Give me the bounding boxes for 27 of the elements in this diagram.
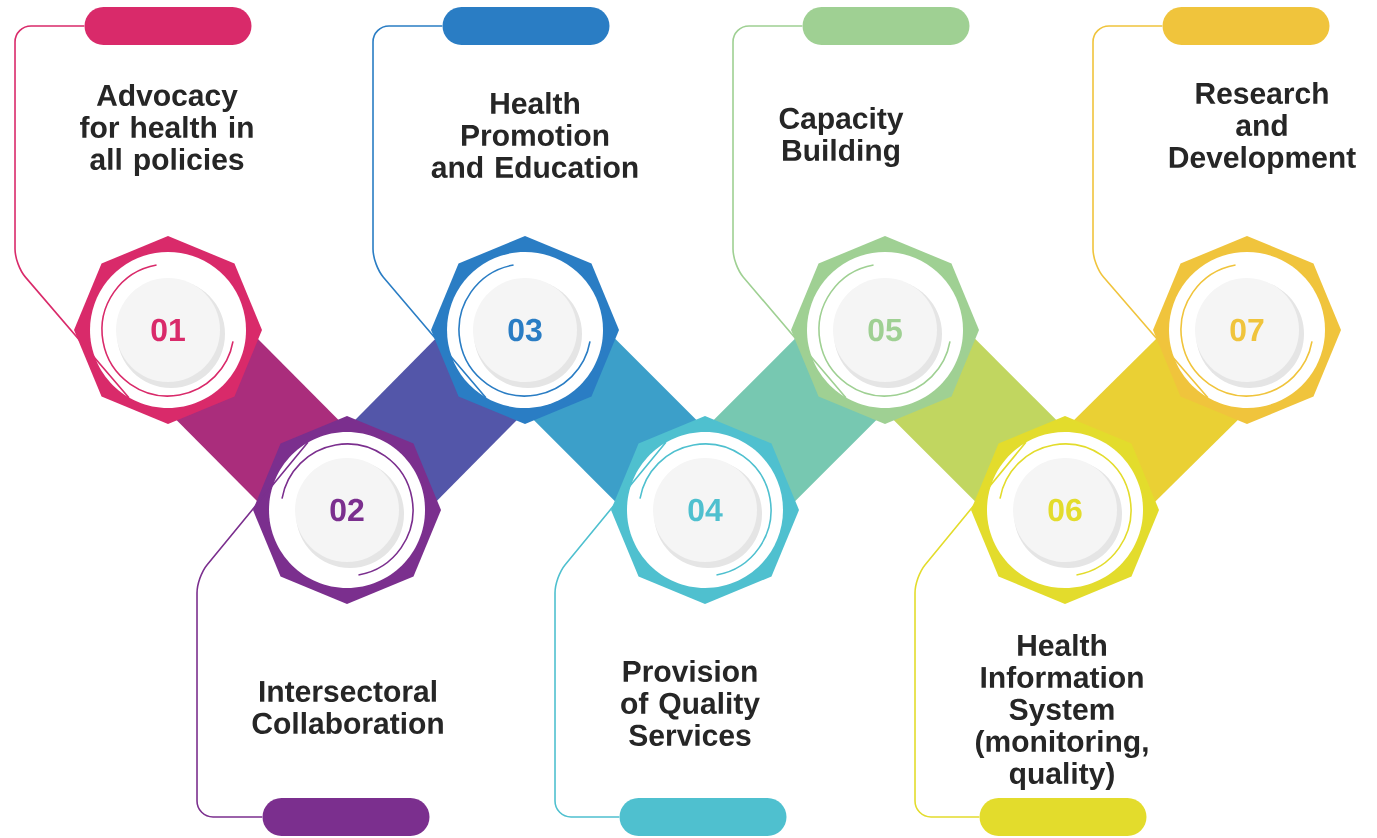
callout-text: Provision of Quality Services — [621, 659, 760, 746]
callout-text: Intersectoral Collaboration — [252, 679, 443, 734]
callout-text: Capacity Building — [779, 106, 904, 168]
leader-line — [554, 441, 667, 818]
node-label: 05 — [868, 318, 902, 342]
pill-bar — [619, 798, 787, 836]
node-label: 06 — [1048, 498, 1082, 522]
pill-bar — [802, 7, 970, 45]
node-label: 03 — [508, 318, 542, 342]
callout-text: Health Information System (monitoring, quality) — [976, 634, 1148, 790]
node-label: 04 — [688, 498, 723, 522]
pill-bar — [979, 798, 1147, 836]
node-label: 02 — [330, 498, 364, 522]
node-label: 07 — [1230, 318, 1264, 342]
node-label: 01 — [151, 318, 185, 342]
leader-line — [1092, 25, 1209, 399]
pill-bar — [84, 7, 252, 45]
leader-line — [372, 25, 487, 399]
callout-text: Advocacy for health in all policies — [80, 84, 253, 176]
pill-bar — [262, 798, 430, 836]
leader-line — [196, 441, 309, 818]
callout-text: Research and Development — [1169, 82, 1356, 174]
pill-bar — [442, 7, 610, 45]
leader-line — [732, 25, 847, 399]
pill-bar — [1162, 7, 1330, 45]
callout-text: Health Promotion and Education — [431, 91, 638, 178]
leader-line — [914, 441, 1027, 818]
